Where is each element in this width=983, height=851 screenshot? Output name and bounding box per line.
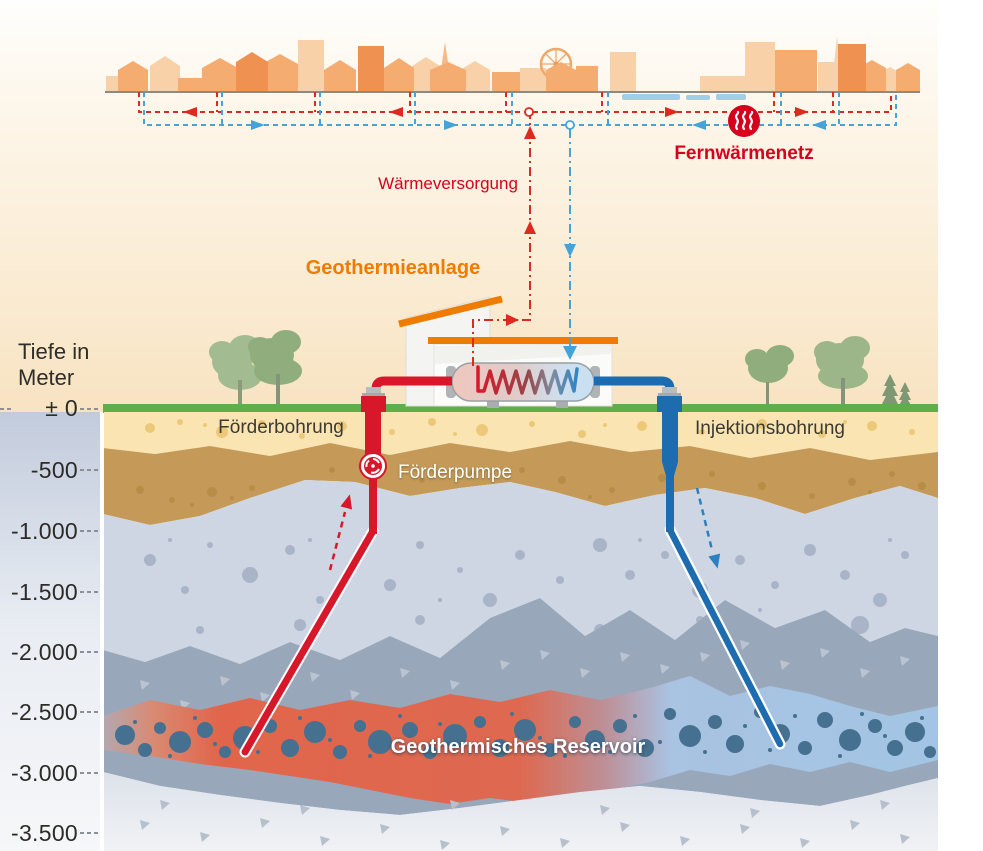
foerderpumpe-label: Förderpumpe xyxy=(398,462,513,483)
production-wellhead xyxy=(361,387,386,413)
sand-layer xyxy=(104,412,938,460)
return-riser xyxy=(563,120,577,360)
district-heating-supply-line xyxy=(138,92,892,113)
injektionsbohrung-label: Injektionsbohrung xyxy=(695,418,845,439)
supply-flow-arrows xyxy=(183,107,809,117)
injection-well xyxy=(662,412,786,750)
return-flow-arrows xyxy=(251,120,826,130)
depth-tick-3500: -3.500 xyxy=(10,820,78,846)
reservoir-label: Geothermisches Reservoir xyxy=(390,736,646,758)
depth-tick-500: -500 xyxy=(30,457,78,483)
sediment-layer xyxy=(104,480,938,664)
clay-layer xyxy=(104,441,938,525)
heat-exchanger xyxy=(446,362,600,408)
cold-flow-arrow xyxy=(695,487,721,569)
heat-supply-riser xyxy=(472,107,536,366)
injection-wellhead xyxy=(657,387,682,413)
trees xyxy=(209,330,912,408)
depth-scale-title: Tiefe in Meter xyxy=(18,339,90,390)
hot-flow-arrow xyxy=(328,494,353,571)
fernwaermenetz-label: Fernwärmenetz xyxy=(674,143,814,164)
reservoir-rocks xyxy=(115,706,936,759)
heat-icon xyxy=(728,105,760,137)
depth-tick-3000: -3.000 xyxy=(10,760,78,786)
foerderbohrung-label: Förderbohrung xyxy=(218,417,344,438)
city-skyline xyxy=(105,36,920,100)
river-water xyxy=(622,94,746,100)
depth-tick-0: ± 0 xyxy=(45,395,78,421)
depth-scale-strip xyxy=(0,412,100,851)
waermeversorgung-label: Wärmeversorgung xyxy=(378,174,518,193)
geothermieanlage-label: Geothermieanlage xyxy=(305,257,481,279)
depth-tick-1000: -1.000 xyxy=(10,518,78,544)
flat-roof xyxy=(428,337,618,344)
ground-surface xyxy=(103,404,938,413)
exchanger-coil xyxy=(476,365,579,395)
pump-icon xyxy=(359,452,387,480)
basement-layer xyxy=(104,772,938,851)
sloped-roof xyxy=(398,295,503,328)
depth-tick-2000: -2.000 xyxy=(10,639,78,665)
depth-tick-2500: -2.500 xyxy=(10,699,78,725)
depth-tick-dashes xyxy=(0,408,100,834)
depth-tick-1500: -1.500 xyxy=(10,579,78,605)
geology-layers xyxy=(104,412,938,851)
district-heating-return-line xyxy=(143,92,897,126)
